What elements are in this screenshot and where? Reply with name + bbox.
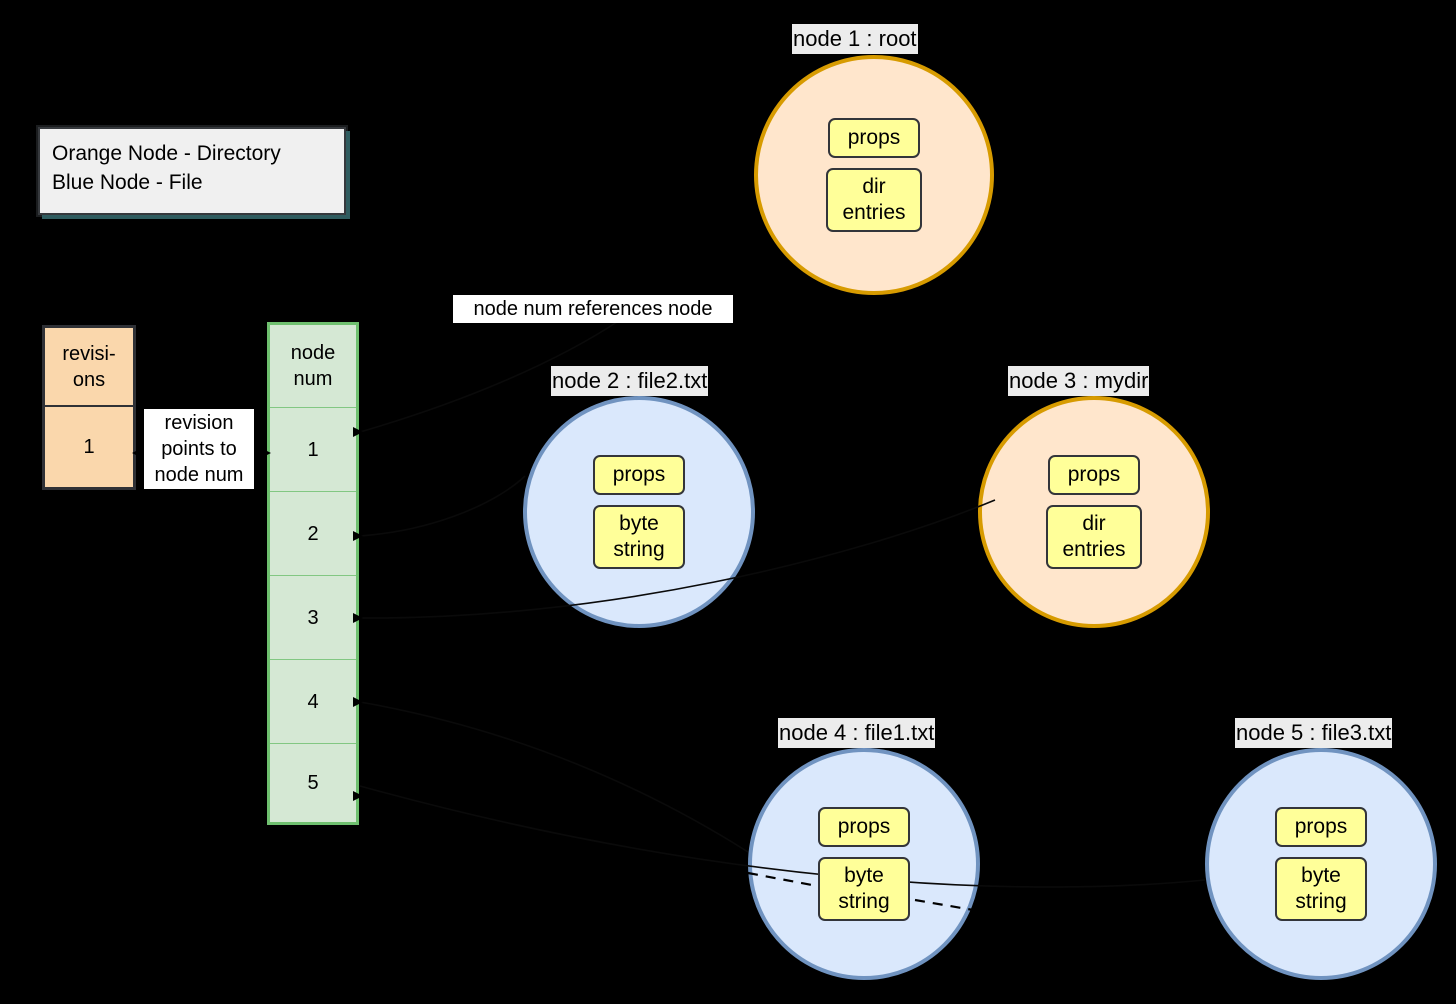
node-3-props-label: props (1067, 463, 1121, 486)
node-1-direntries-line1: dir (862, 175, 886, 198)
nodenum-row-2[interactable]: 2 (270, 492, 356, 576)
nodenum-row-value: 5 (307, 772, 319, 794)
node-1-label-text: node 1 : root (793, 26, 917, 51)
nodenum-header: node num (270, 325, 356, 408)
node-3-props-box[interactable]: props (1048, 455, 1140, 495)
node-4-props-label: props (837, 815, 891, 838)
node-3-direntries-line1: dir (1082, 512, 1106, 535)
node-1-props-label: props (847, 126, 901, 149)
node-4-props-box[interactable]: props (818, 807, 910, 847)
nodenum-header-label: node num (290, 342, 336, 390)
node-3-direntries-box[interactable]: dir entries (1046, 505, 1142, 569)
arrowhead-nodenum-row-2-out (352, 530, 363, 541)
node-4-label-text: node 4 : file1.txt (779, 720, 935, 745)
node-5-circle[interactable]: props byte string (1205, 748, 1437, 980)
node-2-circle[interactable]: props byte string (523, 396, 755, 628)
legend-box: Orange Node - Directory Blue Node - File (38, 127, 346, 215)
arrowhead-nodenum-row-3-out (352, 612, 363, 623)
arrowhead-revision-right (250, 447, 261, 458)
node-1-label: node 1 : root (792, 24, 918, 54)
node-5-props-box[interactable]: props (1275, 807, 1367, 847)
revisions-table: revisi- ons 1 (42, 325, 136, 490)
nodenum-row-value: 4 (307, 690, 319, 713)
node-3-label-text: node 3 : mydir (1009, 368, 1149, 393)
node-4-bytestring-line1: byte (844, 864, 884, 887)
nodenum-row-value: 1 (307, 438, 319, 461)
edge-label-text: node num references node (473, 298, 713, 320)
node-1-props-box[interactable]: props (828, 118, 920, 158)
arrowhead-revision-left (131, 447, 142, 458)
nodenum-row-value: 3 (307, 606, 319, 629)
node-2-label-text: node 2 : file2.txt (552, 368, 708, 393)
node-2-bytestring-line1: byte (619, 512, 659, 535)
nodenum-row-5[interactable]: 5 (270, 744, 356, 822)
node-2-bytestring-box[interactable]: byte string (593, 505, 685, 569)
nodenum-row-1[interactable]: 1 (270, 408, 356, 492)
legend-line-directory: Orange Node - Directory (52, 142, 281, 165)
nodenum-table: node num 1 2 3 4 5 (267, 322, 359, 825)
node-5-bytestring-box[interactable]: byte string (1275, 857, 1367, 921)
nodenum-row-4[interactable]: 4 (270, 660, 356, 744)
node-4-label: node 4 : file1.txt (778, 718, 936, 748)
arrowhead-nodenum-incoming (260, 447, 271, 458)
revisions-header-label: revisi- ons (62, 342, 116, 391)
node-5-props-label: props (1294, 815, 1348, 838)
node-1-circle[interactable]: props dir entries (754, 55, 994, 295)
node-5-label-text: node 5 : file3.txt (1236, 720, 1392, 745)
node-4-bytestring-box[interactable]: byte string (818, 857, 910, 921)
revisions-row-value: 1 (83, 436, 95, 458)
node-2-props-box[interactable]: props (593, 455, 685, 495)
node-4-circle[interactable]: props byte string (748, 748, 980, 980)
edge-label-revision-points-to-node-num: revision points to node num (144, 409, 254, 489)
legend-line-file: Blue Node - File (52, 171, 203, 194)
revisions-header: revisi- ons (45, 328, 133, 407)
node-2-bytestring-line2: string (613, 538, 665, 561)
edge-label-text: revision points to node num (154, 412, 244, 486)
nodenum-row-value: 2 (307, 522, 319, 545)
node-1-direntries-box[interactable]: dir entries (826, 168, 922, 232)
node-2-label: node 2 : file2.txt (551, 366, 709, 396)
node-2-props-label: props (612, 463, 666, 486)
edge-label-nodenum-references-node: node num references node (453, 295, 733, 323)
node-5-bytestring-line2: string (1295, 890, 1347, 913)
arrowhead-nodenum-row-1-out (352, 426, 363, 437)
revisions-row-1[interactable]: 1 (45, 407, 133, 487)
node-3-label: node 3 : mydir (1008, 366, 1150, 396)
node-3-direntries-line2: entries (1062, 538, 1126, 561)
node-3-circle[interactable]: props dir entries (978, 396, 1210, 628)
node-5-bytestring-line1: byte (1301, 864, 1341, 887)
nodenum-row-3[interactable]: 3 (270, 576, 356, 660)
node-1-direntries-line2: entries (842, 201, 906, 224)
arrowhead-nodenum-row-4-out (352, 696, 363, 707)
arrowhead-nodenum-row-5-out (352, 790, 363, 801)
node-5-label: node 5 : file3.txt (1235, 718, 1393, 748)
node-4-bytestring-line2: string (838, 890, 890, 913)
